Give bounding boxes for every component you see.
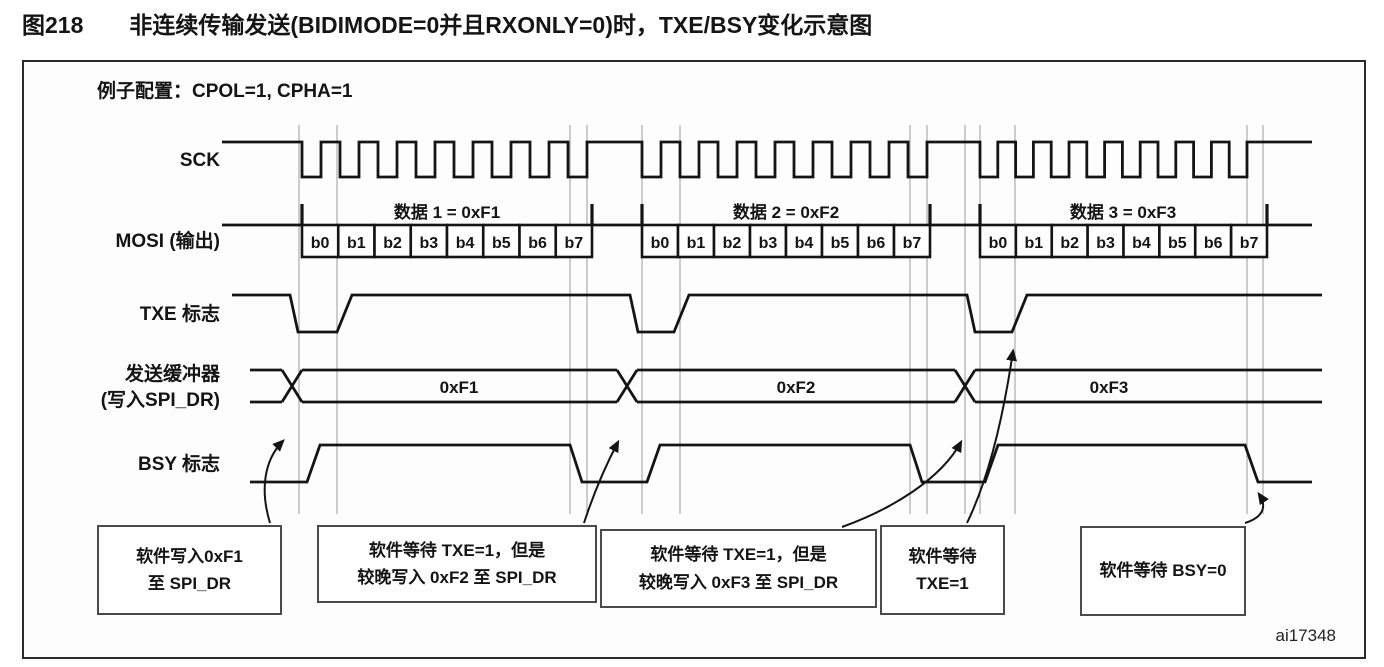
callout-text: 软件写入0xF1 [136,546,243,566]
data-group-label-2: 数据 2 = 0xF2 [733,202,839,222]
mosi-bit-label: b2 [723,235,742,252]
txbuffer-value-2: 0xF2 [777,378,816,397]
arrow-wait-txe1 [966,348,1017,524]
sck-waveform [222,140,1312,179]
data-group-label-1: 数据 1 = 0xF1 [394,202,500,222]
mosi-bit-boxes: b0 b1 b2 b3 b4 b5 b6 b7 b0 b1 b2 b3 b4 b5 b6 b7 b0 b1 b2 b3… [300,223,1269,259]
mosi-bit-box [856,223,896,259]
callout-arrows [263,348,1269,528]
mosi-bit-label: b4 [456,235,475,252]
mosi-bit-box [445,223,485,259]
mosi-bit-box [300,223,340,259]
mosi-bit-box [640,223,680,259]
mosi-bit-box [784,223,824,259]
txbuffer-label-line2: (写入SPI_DR) [101,389,220,411]
mosi-bit-label: b4 [1132,235,1151,252]
mosi-bit-box [1158,223,1197,259]
mosi-bit-box [1086,223,1125,259]
figure-number: 图218 [22,12,84,38]
mosi-bit-label: b4 [795,235,814,252]
figure-id-watermark: ai17348 [1275,626,1336,645]
callout-text: 较晚写入 0xF3 至 SPI_DR [638,572,839,592]
mosi-bit-label: b5 [831,235,850,252]
data-group-ticks [300,204,1269,225]
mosi-bit-label: b1 [347,235,366,252]
callout-text: 软件等待 BSY=0 [1099,561,1227,581]
mosi-bit-label: b7 [903,235,922,252]
mosi-bit-box [676,223,716,259]
txbuffer-label-line1: 发送缓冲器 [124,362,221,385]
callout-text: 软件等待 [908,546,977,566]
config-note: 例子配置：CPOL=1, CPHA=1 [97,81,353,102]
callout-text: 软件等待 TXE=1，但是 [368,540,546,560]
mosi-bit-label: b0 [311,235,330,252]
bsy-label: BSY 标志 [138,452,220,475]
mosi-bit-label: b5 [492,235,511,252]
callout-wait-bsy0: 软件等待 BSY=0 [1080,526,1246,616]
mosi-label: MOSI (输出) [116,229,221,252]
arrow-wait-txe-0xf2 [583,439,620,524]
arrow-wait-txe-0xf3 [841,439,963,528]
arrow-wait-bsy0 [1244,491,1269,524]
callout-wait-txe1: 软件等待 TXE=1 [880,525,1005,615]
txe-label: TXE 标志 [140,302,220,325]
txbuffer-value-3: 0xF3 [1090,378,1129,397]
mosi-bit-label: b1 [687,235,706,252]
mosi-bit-label: b5 [1168,235,1187,252]
mosi-bit-box [554,223,594,259]
mosi-bit-label: b1 [1024,235,1043,252]
mosi-bit-box [373,223,413,259]
mosi-bit-box [409,223,449,259]
sck-label: SCK [180,150,220,171]
callout-wait-txe-write-0xf3: 软件等待 TXE=1，但是 较晚写入 0xF3 至 SPI_DR [600,529,877,608]
mosi-bit-label: b6 [528,235,547,252]
mosi-bit-label: b0 [989,235,1008,252]
arrow-write-0xf1 [263,439,285,524]
mosi-bit-box [1050,223,1089,259]
mosi-bit-label: b6 [1204,235,1223,252]
mosi-bit-box [1193,223,1233,259]
callout-text: TXE=1 [916,574,969,593]
txbuffer-waveform [250,368,1322,404]
txe-waveform [232,293,1322,334]
callout-text: 较晚写入 0xF2 至 SPI_DR [357,568,557,587]
data-group-label-3: 数据 3 = 0xF3 [1070,202,1176,222]
figure-title: 图218 非连续传输发送(BIDIMODE=0并且RXONLY=0)时，TXE/… [22,6,872,40]
mosi-bit-box [892,223,932,259]
mosi-bit-label: b0 [651,235,670,252]
mosi-bit-box [1229,223,1269,259]
mosi-bit-label: b3 [420,235,439,252]
mosi-bit-label: b7 [565,235,584,252]
mosi-bit-label: b7 [1240,235,1259,252]
mosi-bit-label: b6 [867,235,886,252]
callout-wait-txe-write-0xf2: 软件等待 TXE=1，但是 较晚写入 0xF2 至 SPI_DR [317,525,597,603]
bsy-waveform [250,443,1312,484]
mosi-bit-box [1122,223,1161,259]
mosi-bit-label: b2 [383,235,402,252]
callout-text: 至 SPI_DR [147,574,232,593]
diagram-frame: 例子配置：CPOL=1, CPHA=1 b0 b1 b2 b3 b4 b5 b6 b7 b0 b1 [22,60,1366,659]
txbuffer-value-1: 0xF1 [440,378,479,397]
mosi-bit-box [518,223,558,259]
callout-text: 软件等待 TXE=1，但是 [650,545,827,565]
timing-diagram: b0 b1 b2 b3 b4 b5 b6 b7 b0 b1 b2 b3 b4 b5 b6 b7 b0 b1 b2 b3… [101,125,1322,528]
mosi-bit-box [820,223,860,259]
mosi-bit-label: b3 [1096,235,1115,252]
timing-gridlines [298,125,1264,514]
mosi-bit-label: b2 [1060,235,1079,252]
callout-write-0xf1: 软件写入0xF1 至 SPI_DR [97,525,282,615]
figure-caption: 非连续传输发送(BIDIMODE=0并且RXONLY=0)时，TXE/BSY变化… [129,12,873,38]
mosi-bit-label: b3 [759,235,778,252]
